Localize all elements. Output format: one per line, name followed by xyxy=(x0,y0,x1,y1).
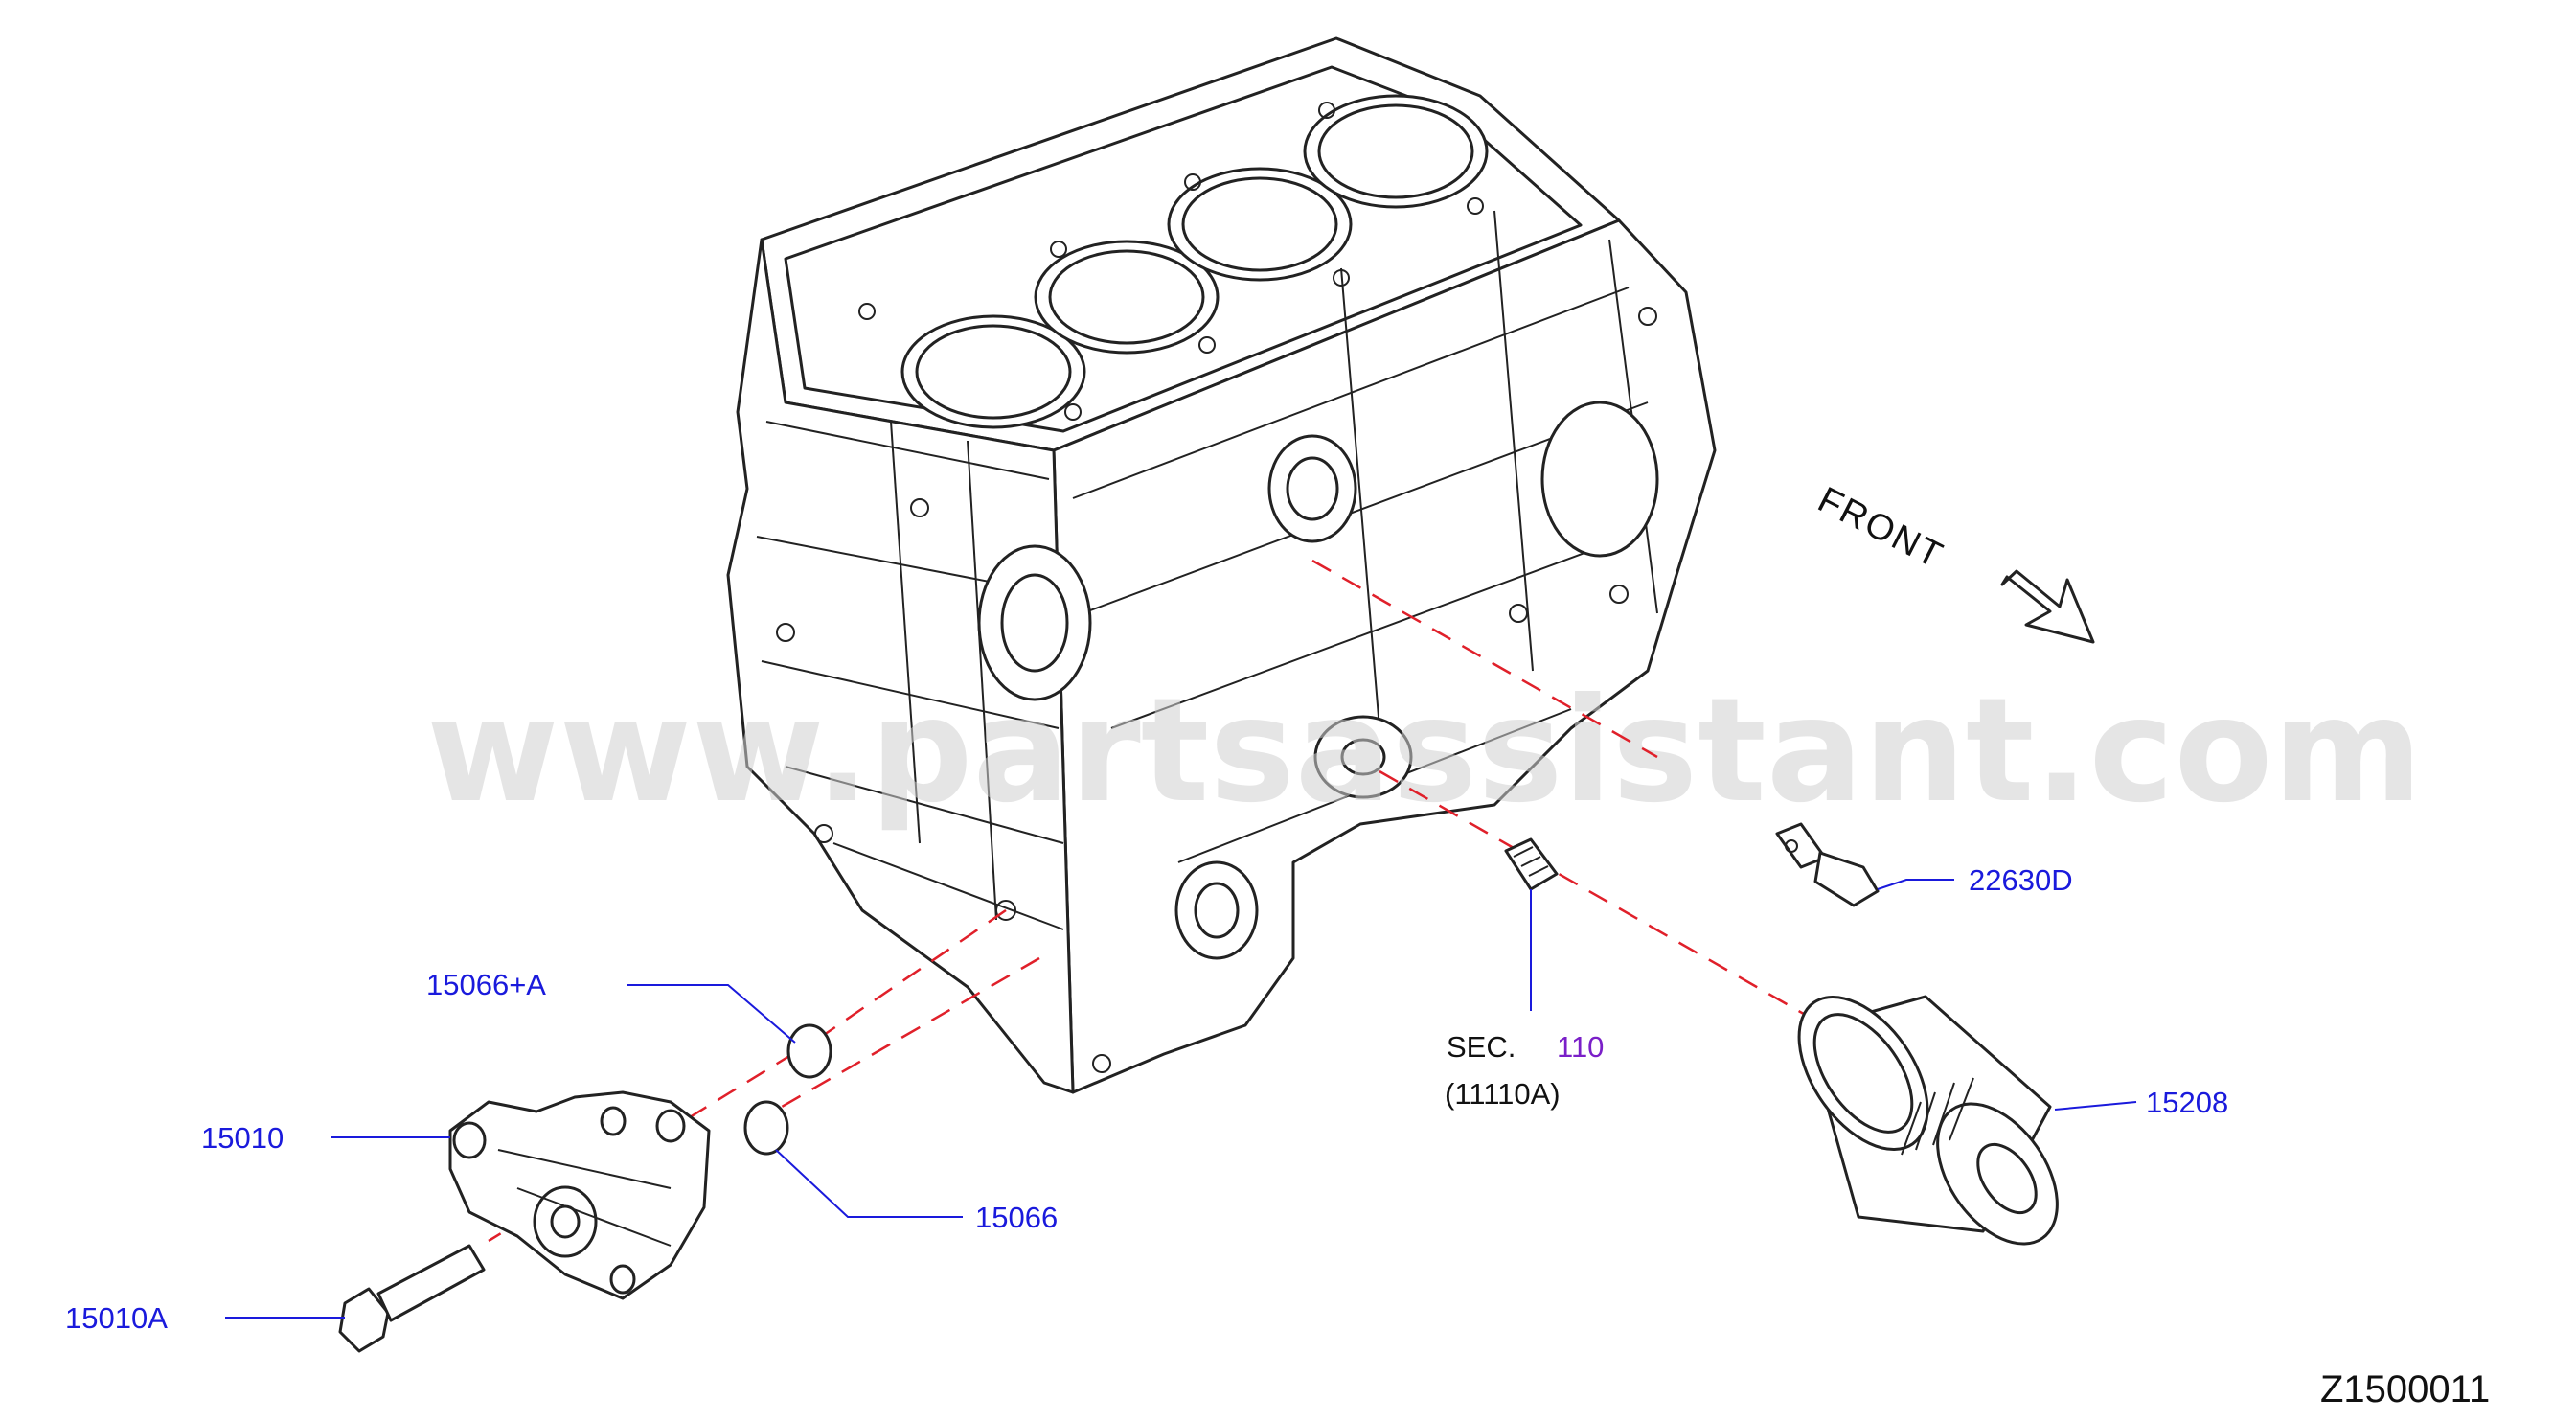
label-15208[interactable]: 15208 xyxy=(2146,1086,2228,1119)
label-sec-110[interactable]: 110 xyxy=(1557,1030,1604,1064)
watermark: www.partsassistant.com xyxy=(426,668,2423,835)
o-ring-15066a xyxy=(786,1023,832,1079)
bolt-15010A xyxy=(338,1244,486,1353)
oil-filter-15208 xyxy=(1797,995,2059,1246)
label-sec-prefix: SEC. xyxy=(1447,1030,1516,1064)
label-22630D[interactable]: 22630D xyxy=(1969,863,2073,897)
oil-pump-15010 xyxy=(448,1090,711,1300)
leader-lines xyxy=(225,879,2137,1319)
front-label: FRONT xyxy=(1812,480,1950,577)
sensor-22630D xyxy=(1775,822,1880,907)
engine-block xyxy=(726,36,1717,1094)
front-indicator: FRONT xyxy=(1812,480,2095,644)
label-11110A: (11110A) xyxy=(1445,1077,1561,1111)
front-arrow-icon xyxy=(2000,569,2095,644)
o-ring-15066 xyxy=(743,1100,789,1156)
diagram-code: Z1500011 xyxy=(2320,1368,2490,1411)
plug-sec-110 xyxy=(1504,837,1559,891)
label-15066[interactable]: 15066 xyxy=(975,1201,1058,1234)
label-15066a[interactable]: 15066+A xyxy=(426,968,546,1001)
label-15010[interactable]: 15010 xyxy=(201,1121,284,1155)
label-15010A[interactable]: 15010A xyxy=(65,1301,168,1335)
